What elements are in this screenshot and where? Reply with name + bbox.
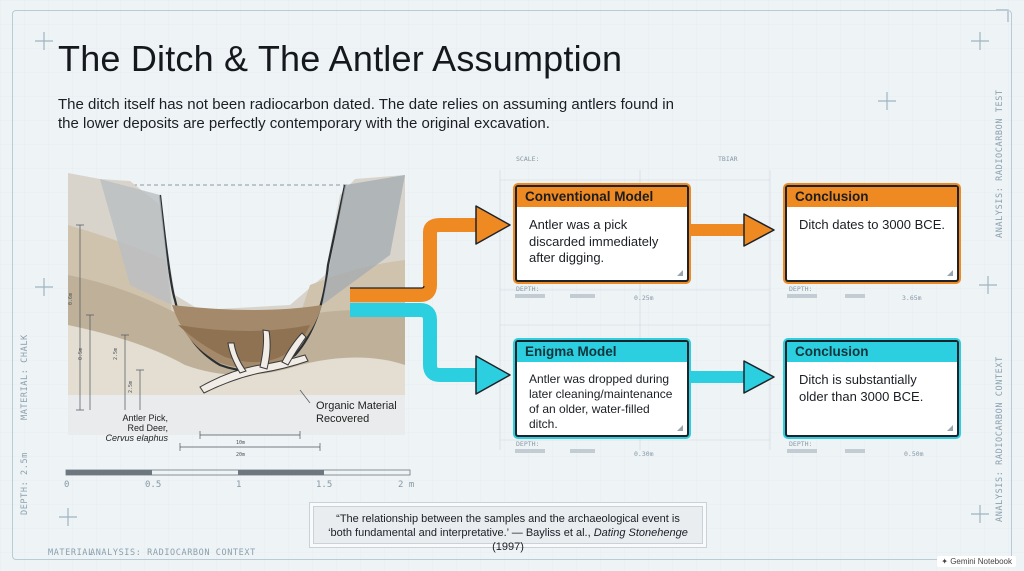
conventional-model-title: Conventional Model bbox=[517, 187, 687, 207]
conventional-model-body: Antler was a pick discarded immediately … bbox=[529, 217, 659, 265]
side-label-material: MATERIAL: CHALK bbox=[20, 334, 30, 420]
enigma-conclusion-title: Conclusion bbox=[787, 342, 957, 362]
enigma-conclusion-card: Conclusion Ditch is substantially older … bbox=[785, 340, 959, 437]
side-label-analysis-context: ANALYSIS: RADIOCARBON CONTEXT bbox=[995, 356, 1005, 522]
card-corner-icon bbox=[947, 270, 953, 276]
conventional-conclusion-depth-label: DEPTH: bbox=[789, 285, 813, 293]
svg-text:0.5m: 0.5m bbox=[78, 348, 84, 360]
svg-text:2.5m: 2.5m bbox=[113, 348, 119, 360]
scale-bar bbox=[65, 469, 411, 476]
depth-bars bbox=[515, 294, 865, 453]
scale-tick-2m: 2 m bbox=[398, 480, 415, 490]
card-corner-icon bbox=[677, 270, 683, 276]
side-label-depth: DEPTH: 2.5m bbox=[20, 452, 30, 515]
card-corner-icon bbox=[677, 425, 683, 431]
citation-quote: “The relationship between the samples an… bbox=[313, 506, 703, 553]
page-title: The Ditch & The Antler Assumption bbox=[58, 38, 623, 79]
outer-frame bbox=[12, 10, 1012, 560]
gemini-notebook-badge: ✦ Gemini Notebook bbox=[937, 556, 1016, 567]
scale-label: SCALE: bbox=[516, 155, 540, 163]
svg-text:2.5m: 2.5m bbox=[128, 381, 134, 393]
conventional-depth-value: 0.25m bbox=[634, 294, 654, 302]
enigma-model-title: Enigma Model bbox=[517, 342, 687, 362]
conventional-model-card: Conventional Model Antler was a pick dis… bbox=[515, 185, 689, 282]
dim-label-10m: 10m bbox=[236, 440, 245, 446]
quote-line-2: ‘both fundamental and interpretative.’ —… bbox=[328, 527, 688, 553]
card-corner-icon bbox=[947, 425, 953, 431]
page-subtitle: The ditch itself has not been radiocarbo… bbox=[58, 96, 674, 132]
conventional-conclusion-title: Conclusion bbox=[787, 187, 957, 207]
scale-tick-0: 0 bbox=[64, 480, 70, 490]
test-label: TBIAR bbox=[718, 155, 738, 163]
scale-tick-05: 0.5 bbox=[145, 480, 162, 490]
enigma-depth-value: 0.30m bbox=[634, 450, 654, 458]
enigma-conclusion-depth-value: 0.50m bbox=[904, 450, 924, 458]
quote-line-1: “The relationship between the samples an… bbox=[336, 513, 680, 525]
scale-tick-1: 1 bbox=[236, 480, 242, 490]
organic-material-annotation: Organic Material Recovered bbox=[316, 400, 397, 425]
enigma-conclusion-body: Ditch is substantially older than 3000 B… bbox=[799, 372, 924, 404]
footer-analysis-label: ANALYSIS: RADIOCARBON CONTEXT bbox=[90, 548, 256, 558]
enigma-conclusion-depth-label: DEPTH: bbox=[789, 440, 813, 448]
enigma-depth-label: DEPTH: bbox=[516, 440, 540, 448]
dim-label-20m: 20m bbox=[236, 452, 245, 458]
conventional-conclusion-body: Ditch dates to 3000 BCE. bbox=[799, 217, 945, 232]
antler-pick-annotation: Antler Pick, Red Deer, Cervus elaphus bbox=[105, 413, 168, 443]
scale-tick-15: 1.5 bbox=[316, 480, 333, 490]
flow-arrows bbox=[350, 170, 775, 450]
svg-text:0.6m: 0.6m bbox=[68, 293, 74, 305]
footer-material-label: MATERIAL bbox=[48, 548, 94, 558]
side-label-analysis-test: ANALYSIS: RADIOCARBON TEST bbox=[995, 89, 1005, 238]
conventional-depth-label: DEPTH: bbox=[516, 285, 540, 293]
ditch-cross-section: 0.6m 0.5m 2.5m 2.5m 10m 20m bbox=[68, 173, 405, 458]
conventional-conclusion-card: Conclusion Ditch dates to 3000 BCE. bbox=[785, 185, 959, 282]
enigma-model-card: Enigma Model Antler was dropped during l… bbox=[515, 340, 689, 437]
enigma-model-body: Antler was dropped during later cleaning… bbox=[529, 372, 673, 431]
conventional-conclusion-depth-value: 3.65m bbox=[902, 294, 922, 302]
